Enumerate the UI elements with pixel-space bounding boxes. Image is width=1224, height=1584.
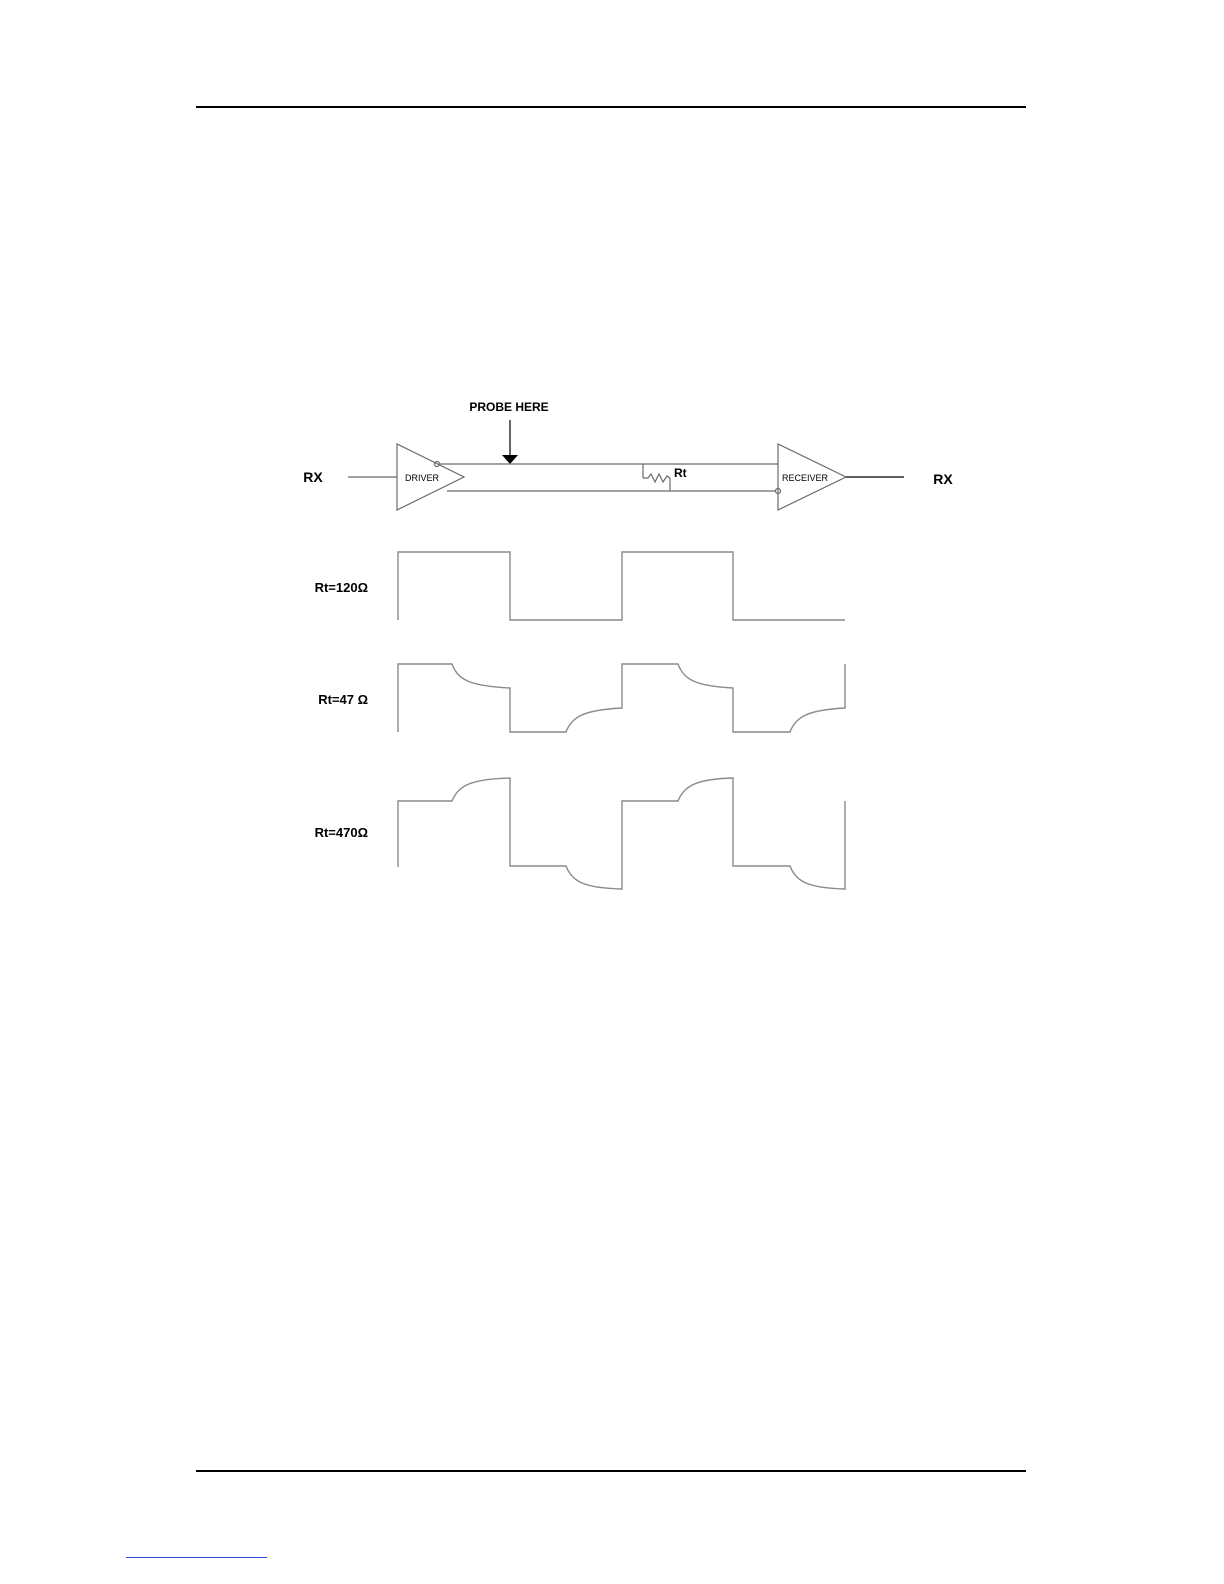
probe-arrow-head	[502, 455, 518, 464]
receiver-label: RECEIVER	[782, 473, 829, 483]
waveform-label-120: Rt=120Ω	[315, 580, 368, 595]
resistor-label: Rt	[674, 466, 687, 480]
termination-resistor	[643, 464, 670, 491]
rx-input-label: RX	[303, 469, 323, 485]
waveform-470	[398, 778, 845, 889]
probe-label: PROBE HERE	[469, 400, 548, 414]
waveform-120	[398, 552, 845, 620]
waveform-47	[398, 664, 845, 732]
rx-output-label: RX	[933, 471, 953, 487]
waveform-label-47: Rt=47 Ω	[318, 692, 368, 707]
driver-label: DRIVER	[405, 473, 440, 483]
waveform-label-470: Rt=470Ω	[315, 825, 368, 840]
